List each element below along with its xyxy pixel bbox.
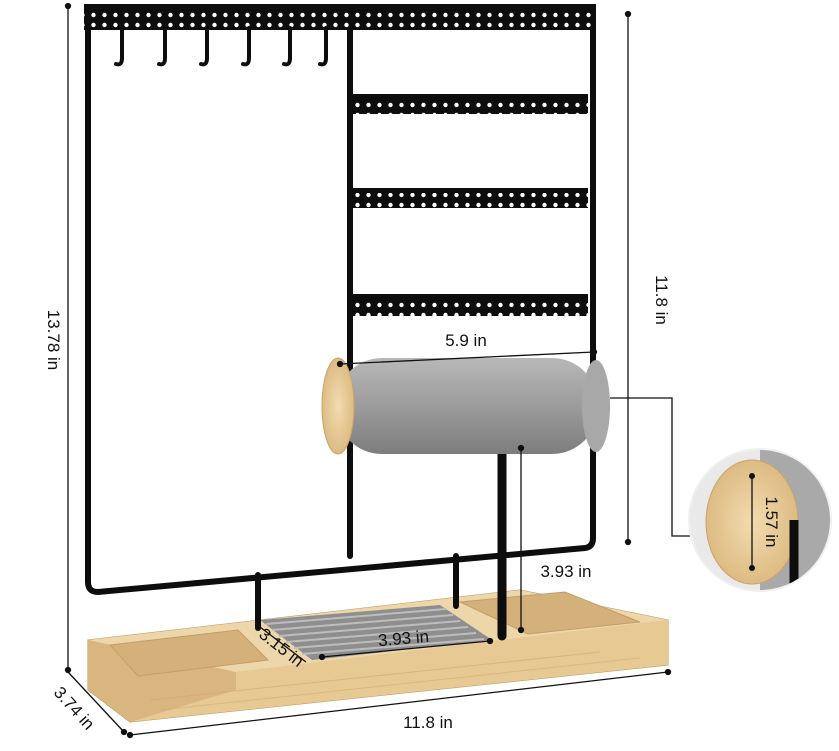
ring-tray-width-label: 3.93 in [377, 627, 430, 650]
total-height-label: 13.78 in [44, 310, 63, 371]
stem-height-label: 3.93 in [540, 562, 591, 581]
earring-bar-1 [350, 94, 588, 114]
top-width-label: 5.9 in [445, 331, 487, 350]
base-width-label: 11.8 in [403, 713, 453, 732]
necklace-hooks [114, 26, 328, 67]
earring-bar-3 [350, 294, 588, 316]
dimension-lines [64, 2, 690, 739]
earring-bar-2 [350, 188, 588, 208]
rack-height-label: 11.8 in [652, 275, 671, 325]
bar-diameter-label: 1.57 in [762, 496, 781, 547]
bracelet-bar [321, 357, 610, 455]
wooden-base [87, 589, 669, 723]
earring-bar-top [84, 4, 596, 30]
